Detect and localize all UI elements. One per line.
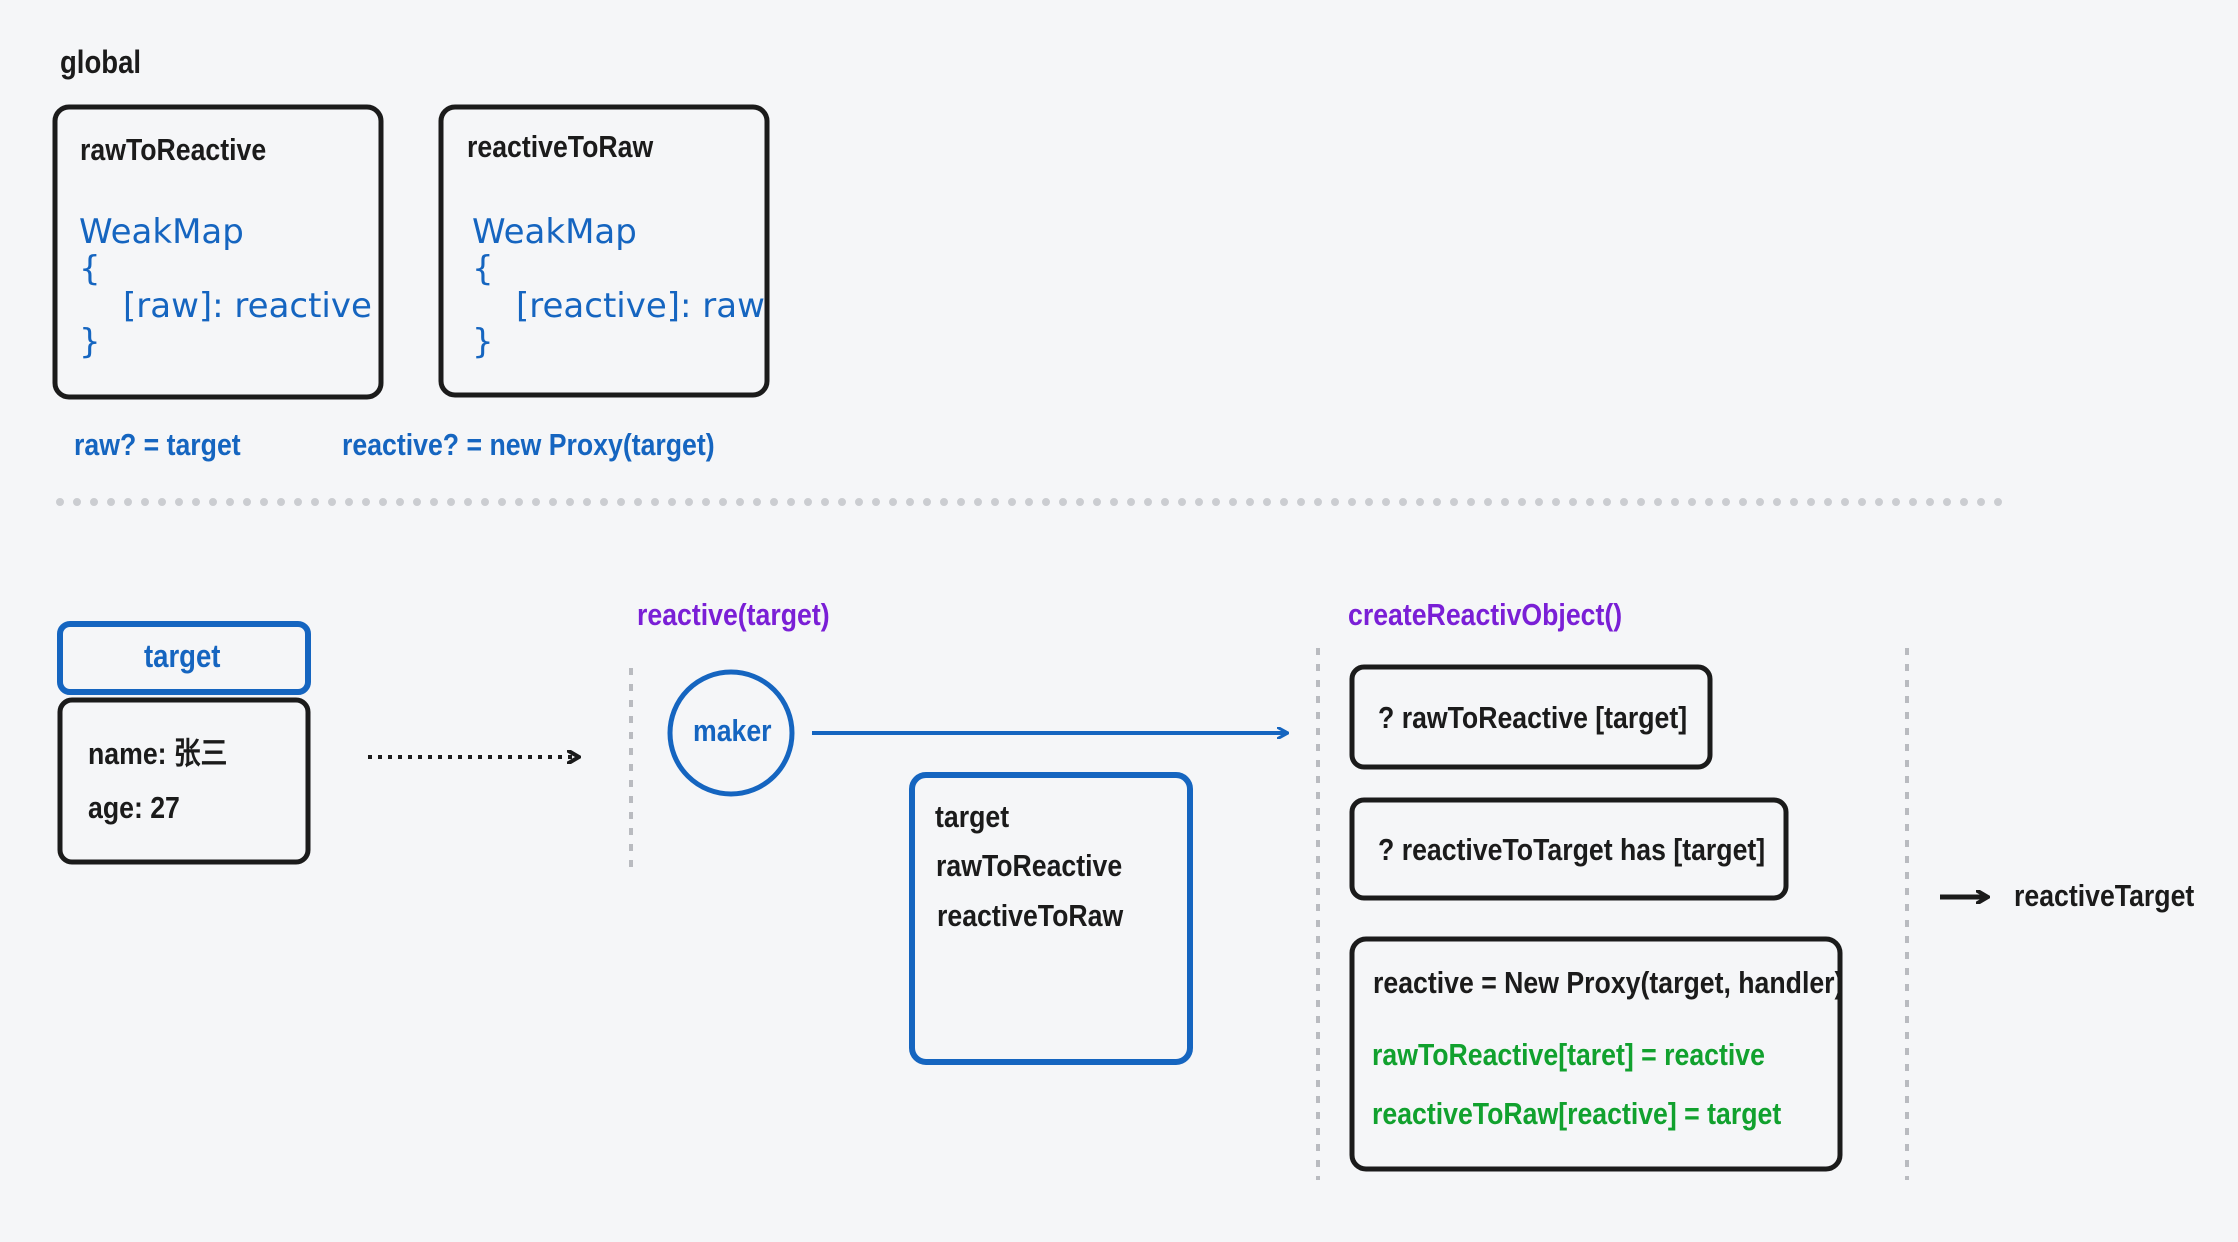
check-reactive-label: ? reactiveToTarget has [target] (1378, 832, 1766, 867)
create-fn-label: createReactivObject() (1348, 597, 1623, 632)
target-age-field: age: 27 (88, 790, 180, 825)
check-reactive-box (1349, 797, 1789, 901)
target-name-field: name: 张三 (88, 736, 228, 771)
reactive-to-raw-close: } (472, 322, 494, 362)
global-label: global (60, 44, 142, 80)
reactive-to-raw-box (438, 104, 770, 398)
raw-to-reactive-title: rawToReactive (80, 132, 267, 167)
reactive-to-raw-entry: [reactive]: raw (516, 286, 765, 326)
check-raw-label: ? rawToReactive [target] (1378, 700, 1688, 735)
raw-to-reactive-entry: [raw]: reactive (123, 286, 372, 326)
proxy-create-label: reactive = New Proxy(target, handler) (1373, 965, 1844, 1000)
maker-box-line1: target (935, 799, 1010, 834)
maker-circle (667, 669, 795, 797)
assign-reactive-to-raw: reactiveToRaw[reactive] = target (1372, 1096, 1782, 1131)
maker-label: maker (693, 713, 772, 748)
reactive-to-raw-title: reactiveToRaw (467, 129, 654, 164)
note-raw: raw? = target (74, 427, 241, 462)
proxy-box (1349, 936, 1843, 1172)
reactive-to-raw-open: { (472, 249, 494, 289)
raw-to-reactive-type: WeakMap (79, 212, 244, 252)
result-label: reactiveTarget (2014, 878, 2195, 913)
maker-box-line2: rawToReactive (936, 848, 1123, 883)
target-object-box (57, 697, 311, 865)
check-raw-box (1349, 664, 1713, 770)
maker-scope-box (909, 772, 1193, 1065)
reactive-to-raw-type: WeakMap (472, 212, 637, 252)
assign-raw-to-reactive: rawToReactive[taret] = reactive (1372, 1037, 1765, 1072)
raw-to-reactive-open: { (79, 249, 101, 289)
reactive-fn-label: reactive(target) (637, 597, 830, 632)
note-reactive: reactive? = new Proxy(target) (342, 427, 715, 462)
maker-box-line3: reactiveToRaw (937, 898, 1124, 933)
raw-to-reactive-close: } (79, 322, 101, 362)
target-header-box (57, 621, 311, 695)
raw-to-reactive-box (52, 104, 384, 400)
target-header-label: target (144, 638, 221, 674)
